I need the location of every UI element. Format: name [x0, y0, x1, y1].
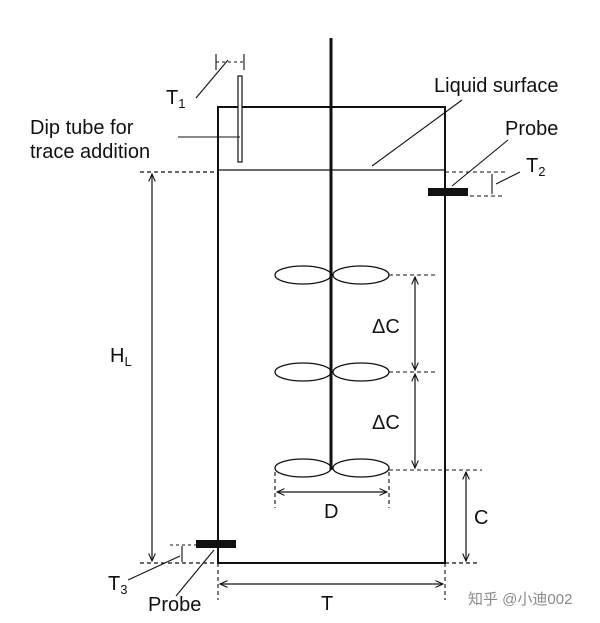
- c-label: C: [474, 507, 488, 529]
- liquid-surface-leader: [371, 99, 463, 167]
- t1-label: T1: [166, 87, 185, 111]
- delta-c-upper-label: ΔC: [372, 316, 400, 338]
- probe-top: [428, 188, 468, 196]
- probe-bottom-leader: [175, 549, 215, 597]
- dip-tube-label-line1: Dip tube for: [30, 117, 134, 139]
- probe-top-label: Probe: [505, 118, 558, 140]
- delta-c-lower-label: ΔC: [372, 412, 400, 434]
- dip-tube: [237, 75, 243, 163]
- probe-top-leader: [451, 139, 509, 187]
- t1-leader: [195, 59, 229, 99]
- dip-tube-label-line2: trace addition: [30, 141, 150, 163]
- probe-bottom-label: Probe: [148, 594, 201, 616]
- t3-label: T3: [108, 573, 127, 597]
- liquid-surface-label: Liquid surface: [434, 75, 559, 97]
- t2-leader: [495, 171, 521, 185]
- t2-label: T2: [526, 155, 545, 179]
- hl-label: HL: [110, 345, 132, 369]
- t-label: T: [321, 593, 333, 615]
- d-label: D: [324, 501, 338, 523]
- impeller-bottom: [274, 458, 390, 478]
- probe-bottom: [196, 540, 236, 548]
- watermark: 知乎 @小迪002: [468, 591, 572, 608]
- t3-leader: [127, 555, 181, 581]
